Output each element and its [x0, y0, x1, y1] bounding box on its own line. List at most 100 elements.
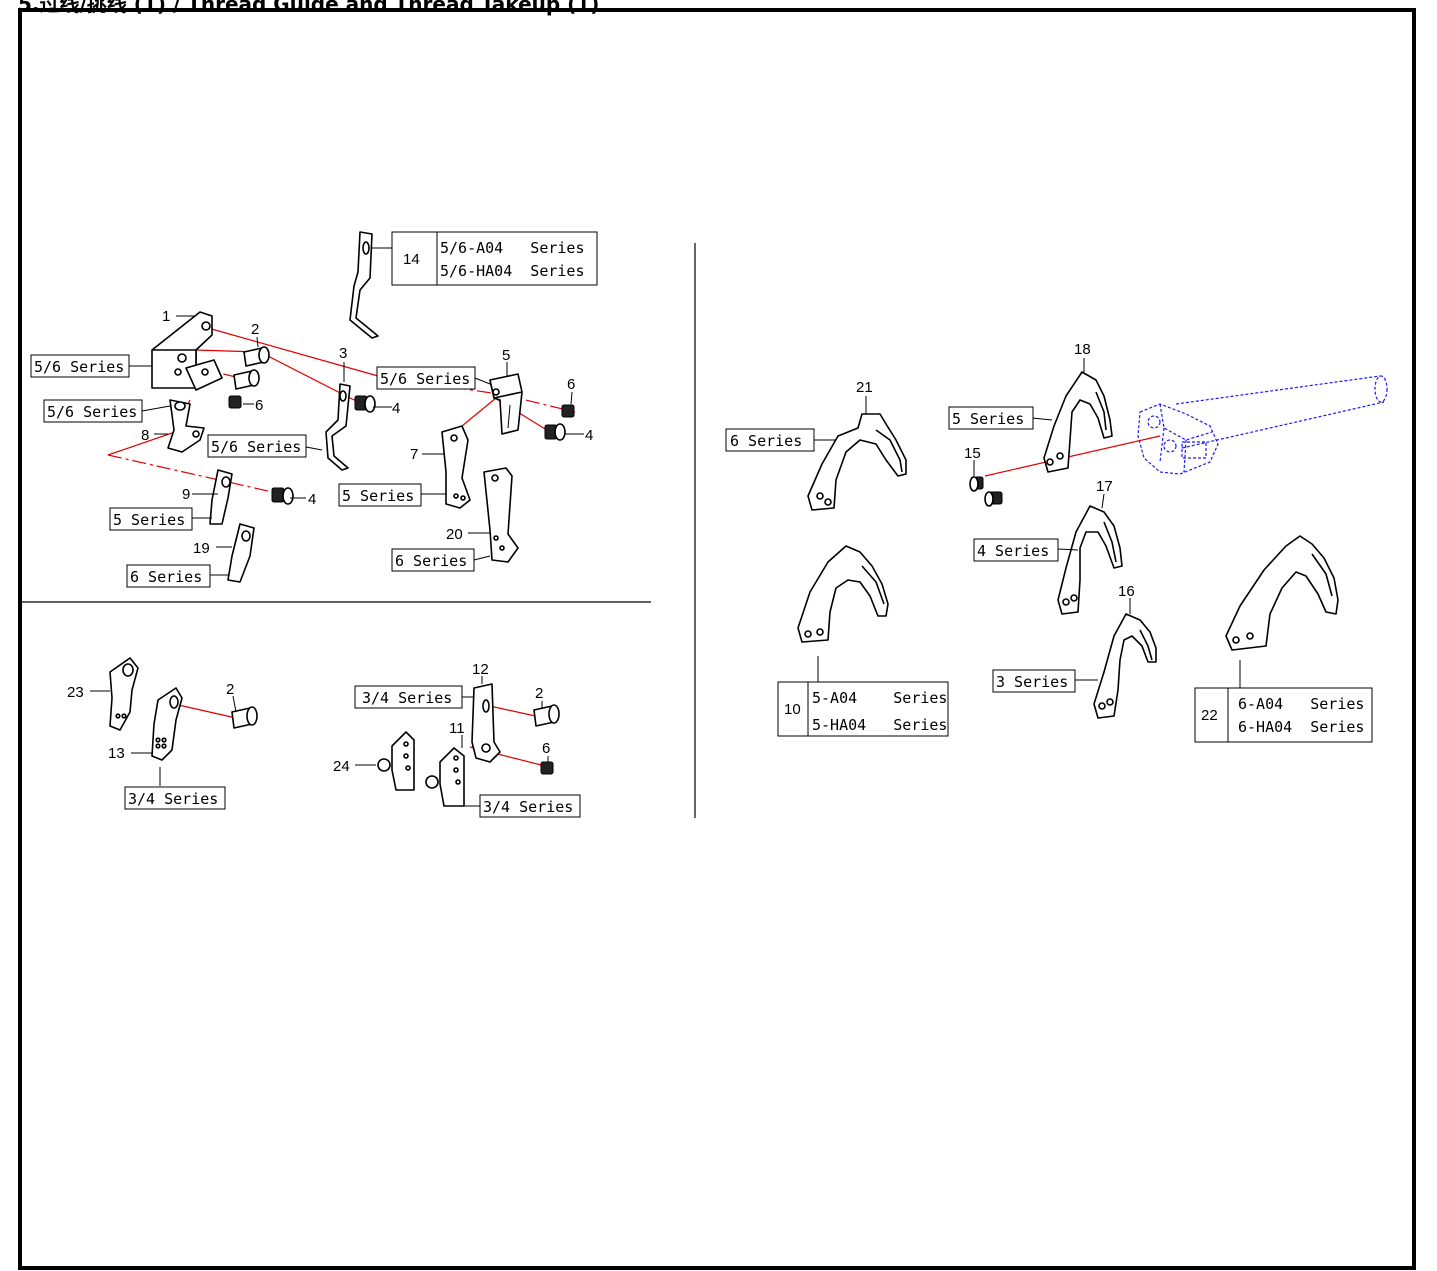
callout-4: 4: [585, 427, 593, 444]
part-6-setscrew: [228, 395, 242, 409]
callout-18: 18: [1074, 341, 1091, 358]
svg-text:3/4 Series: 3/4 Series: [128, 790, 218, 808]
table-22: 22 6-A04 Series 6-HA04 Series: [1194, 687, 1373, 743]
series-label: 5/6 Series: [43, 399, 143, 423]
shaft-reference: [1137, 375, 1388, 475]
part-13-guide: [151, 687, 183, 761]
callout-13: 13: [108, 745, 125, 762]
callout-11: 11: [449, 720, 465, 737]
svg-text:5-A04 Series: 5-A04 Series: [812, 689, 947, 707]
alignment-line: [984, 435, 1161, 477]
svg-text:5/6-HA04 Series: 5/6-HA04 Series: [440, 262, 585, 280]
svg-text:5/6 Series: 5/6 Series: [47, 403, 137, 421]
series-label: 5/6 Series: [376, 366, 476, 390]
part-6-setscrew: [561, 404, 575, 418]
part-2-screw: [533, 704, 560, 727]
svg-text:10: 10: [784, 701, 801, 718]
callout-16: 16: [1118, 583, 1135, 600]
part-18-takeup: [1043, 371, 1113, 473]
alignment-line: [207, 327, 379, 377]
callout-2: 2: [226, 681, 234, 698]
callout-2: 2: [535, 685, 543, 702]
part-9-guide: [209, 469, 233, 525]
series-label: 5 Series: [109, 507, 193, 531]
svg-text:6 Series: 6 Series: [395, 552, 467, 570]
alignment-line: [173, 703, 237, 719]
svg-text:6-A04 Series: 6-A04 Series: [1238, 695, 1364, 713]
svg-text:5/6 Series: 5/6 Series: [34, 358, 124, 376]
svg-text:5/6-A04 Series: 5/6-A04 Series: [440, 239, 585, 257]
part-21-takeup: [807, 413, 907, 511]
part-6-setscrew: [540, 761, 554, 775]
series-label: 4 Series: [973, 538, 1059, 562]
callout-6: 6: [567, 376, 575, 393]
svg-text:5 Series: 5 Series: [342, 487, 414, 505]
part-17-takeup: [1057, 505, 1123, 615]
svg-text:5/6 Series: 5/6 Series: [380, 370, 470, 388]
callout-2: 2: [251, 321, 259, 338]
callout-7: 7: [410, 446, 418, 463]
svg-text:6 Series: 6 Series: [730, 432, 802, 450]
part-7-takeup: [441, 425, 471, 509]
part-8-guide: [167, 399, 205, 453]
part-22-takeup: [1225, 535, 1339, 651]
series-label: 5 Series: [338, 483, 422, 507]
part-4-screw: [271, 487, 294, 505]
callout-4: 4: [392, 400, 400, 417]
diagram-frame: [18, 8, 1416, 1270]
part-24-guide: [377, 731, 415, 791]
callout-8: 8: [141, 427, 149, 444]
part-4-screw: [544, 423, 566, 441]
series-label: 5 Series: [948, 406, 1034, 430]
part-15-screw: [969, 476, 1003, 507]
callout-15: 15: [964, 445, 981, 462]
svg-text:14: 14: [403, 251, 420, 268]
part-1-base-block: [151, 311, 223, 391]
callout-6: 6: [542, 740, 550, 757]
part-12-bracket: [471, 683, 501, 763]
callout-6: 6: [255, 397, 263, 414]
series-label: 5/6 Series: [30, 354, 130, 378]
callout-12: 12: [472, 661, 489, 678]
svg-text:6-HA04 Series: 6-HA04 Series: [1238, 718, 1364, 736]
series-label: 3/4 Series: [124, 786, 226, 810]
svg-text:22: 22: [1201, 707, 1218, 724]
series-label: 6 Series: [126, 564, 211, 588]
callout-4: 4: [308, 491, 316, 508]
part-20-takeup: [483, 467, 519, 563]
svg-text:3 Series: 3 Series: [996, 673, 1068, 691]
svg-text:5 Series: 5 Series: [952, 410, 1024, 428]
callout-5: 5: [502, 347, 510, 364]
part-23-guide: [109, 657, 139, 731]
series-label: 6 Series: [725, 428, 815, 452]
table-14: 14 5/6-A04 Series 5/6-HA04 Series: [391, 231, 598, 286]
series-label: 5/6 Series: [207, 434, 307, 458]
svg-text:6 Series: 6 Series: [130, 568, 202, 586]
part-4-screw: [354, 395, 376, 413]
callout-9: 9: [182, 486, 190, 503]
svg-text:3/4 Series: 3/4 Series: [362, 689, 452, 707]
svg-text:5/6 Series: 5/6 Series: [211, 438, 301, 456]
svg-text:5 Series: 5 Series: [113, 511, 185, 529]
part-2-screw-b: [233, 369, 260, 390]
part-3-guide: [325, 383, 351, 471]
part-16-takeup: [1093, 613, 1157, 719]
callout-20: 20: [446, 526, 463, 543]
alignment-line: [484, 704, 541, 718]
callout-24: 24: [333, 758, 350, 775]
callout-3: 3: [339, 345, 347, 362]
part-10-takeup: [797, 545, 889, 643]
svg-text:5-HA04 Series: 5-HA04 Series: [812, 716, 947, 734]
series-label: 3 Series: [992, 669, 1076, 693]
part-19-guide: [227, 523, 255, 583]
series-label: 3/4 Series: [354, 685, 463, 709]
callout-17: 17: [1096, 478, 1113, 495]
callout-1: 1: [162, 308, 170, 325]
part-14-guide: [349, 231, 379, 339]
callout-19: 19: [193, 540, 210, 557]
part-5-bracket: [489, 373, 523, 435]
part-2-screw: [231, 706, 258, 729]
part-2-screw: [243, 346, 270, 367]
table-10: 10 5-A04 Series 5-HA04 Series: [777, 681, 949, 737]
